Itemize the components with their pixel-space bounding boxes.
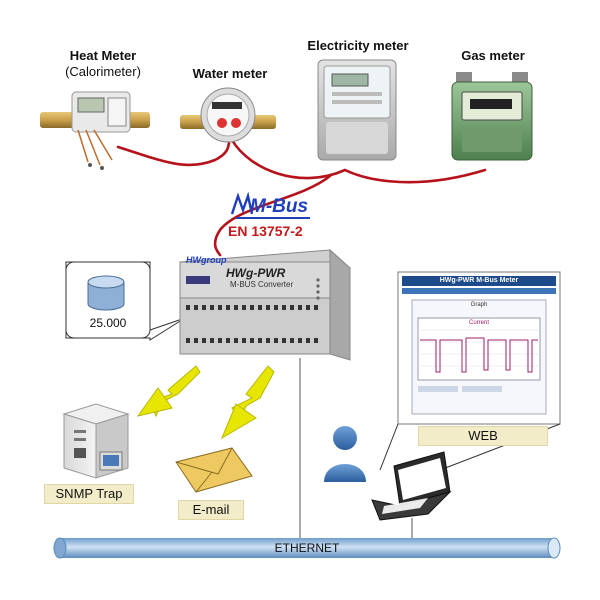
web-graph-title: Graph xyxy=(470,302,488,308)
ethernet-label: ETHERNET xyxy=(274,541,340,555)
web-screenshot xyxy=(397,271,561,425)
heat-meter-image xyxy=(40,91,150,170)
mbus-wire xyxy=(116,138,487,257)
storage-callout xyxy=(65,261,186,341)
web-label: WEB xyxy=(418,426,548,446)
device-subtitle: M-BUS Converter xyxy=(230,280,294,289)
hwg-pwr-device xyxy=(178,248,352,361)
mbus-name: M-Bus xyxy=(250,196,309,217)
laptop-icon xyxy=(371,451,452,521)
arrow-to-email xyxy=(220,365,275,440)
email-label: E-mail xyxy=(178,500,244,520)
mbus-standard: EN 13757-2 xyxy=(228,223,303,239)
heat-meter-title: Heat Meter xyxy=(69,48,137,63)
device-brand: HWgroup xyxy=(186,255,227,265)
ethernet-bus xyxy=(53,537,561,559)
envelope-icon xyxy=(175,447,253,493)
heat-meter-subtitle: (Calorimeter) xyxy=(65,64,141,79)
server-icon xyxy=(62,403,130,479)
web-banner: HWg-PWR M-Bus Meter xyxy=(439,277,519,284)
water-meter-title: Water meter xyxy=(192,66,268,81)
web-series-label: Current xyxy=(468,320,489,326)
gas-meter-image xyxy=(451,72,533,161)
storage-value: 25.000 xyxy=(89,316,127,330)
electricity-meter-image xyxy=(317,59,397,161)
arrow-to-snmp xyxy=(136,365,201,418)
database-icon xyxy=(87,275,125,311)
water-meter-image xyxy=(180,87,276,143)
electricity-meter-title: Electricity meter xyxy=(307,38,409,53)
user-icon xyxy=(324,426,366,482)
gas-meter-title: Gas meter xyxy=(461,48,525,63)
device-model: HWg-PWR xyxy=(226,266,286,280)
mbus-logo xyxy=(230,191,310,219)
snmp-trap-label: SNMP Trap xyxy=(44,484,134,504)
